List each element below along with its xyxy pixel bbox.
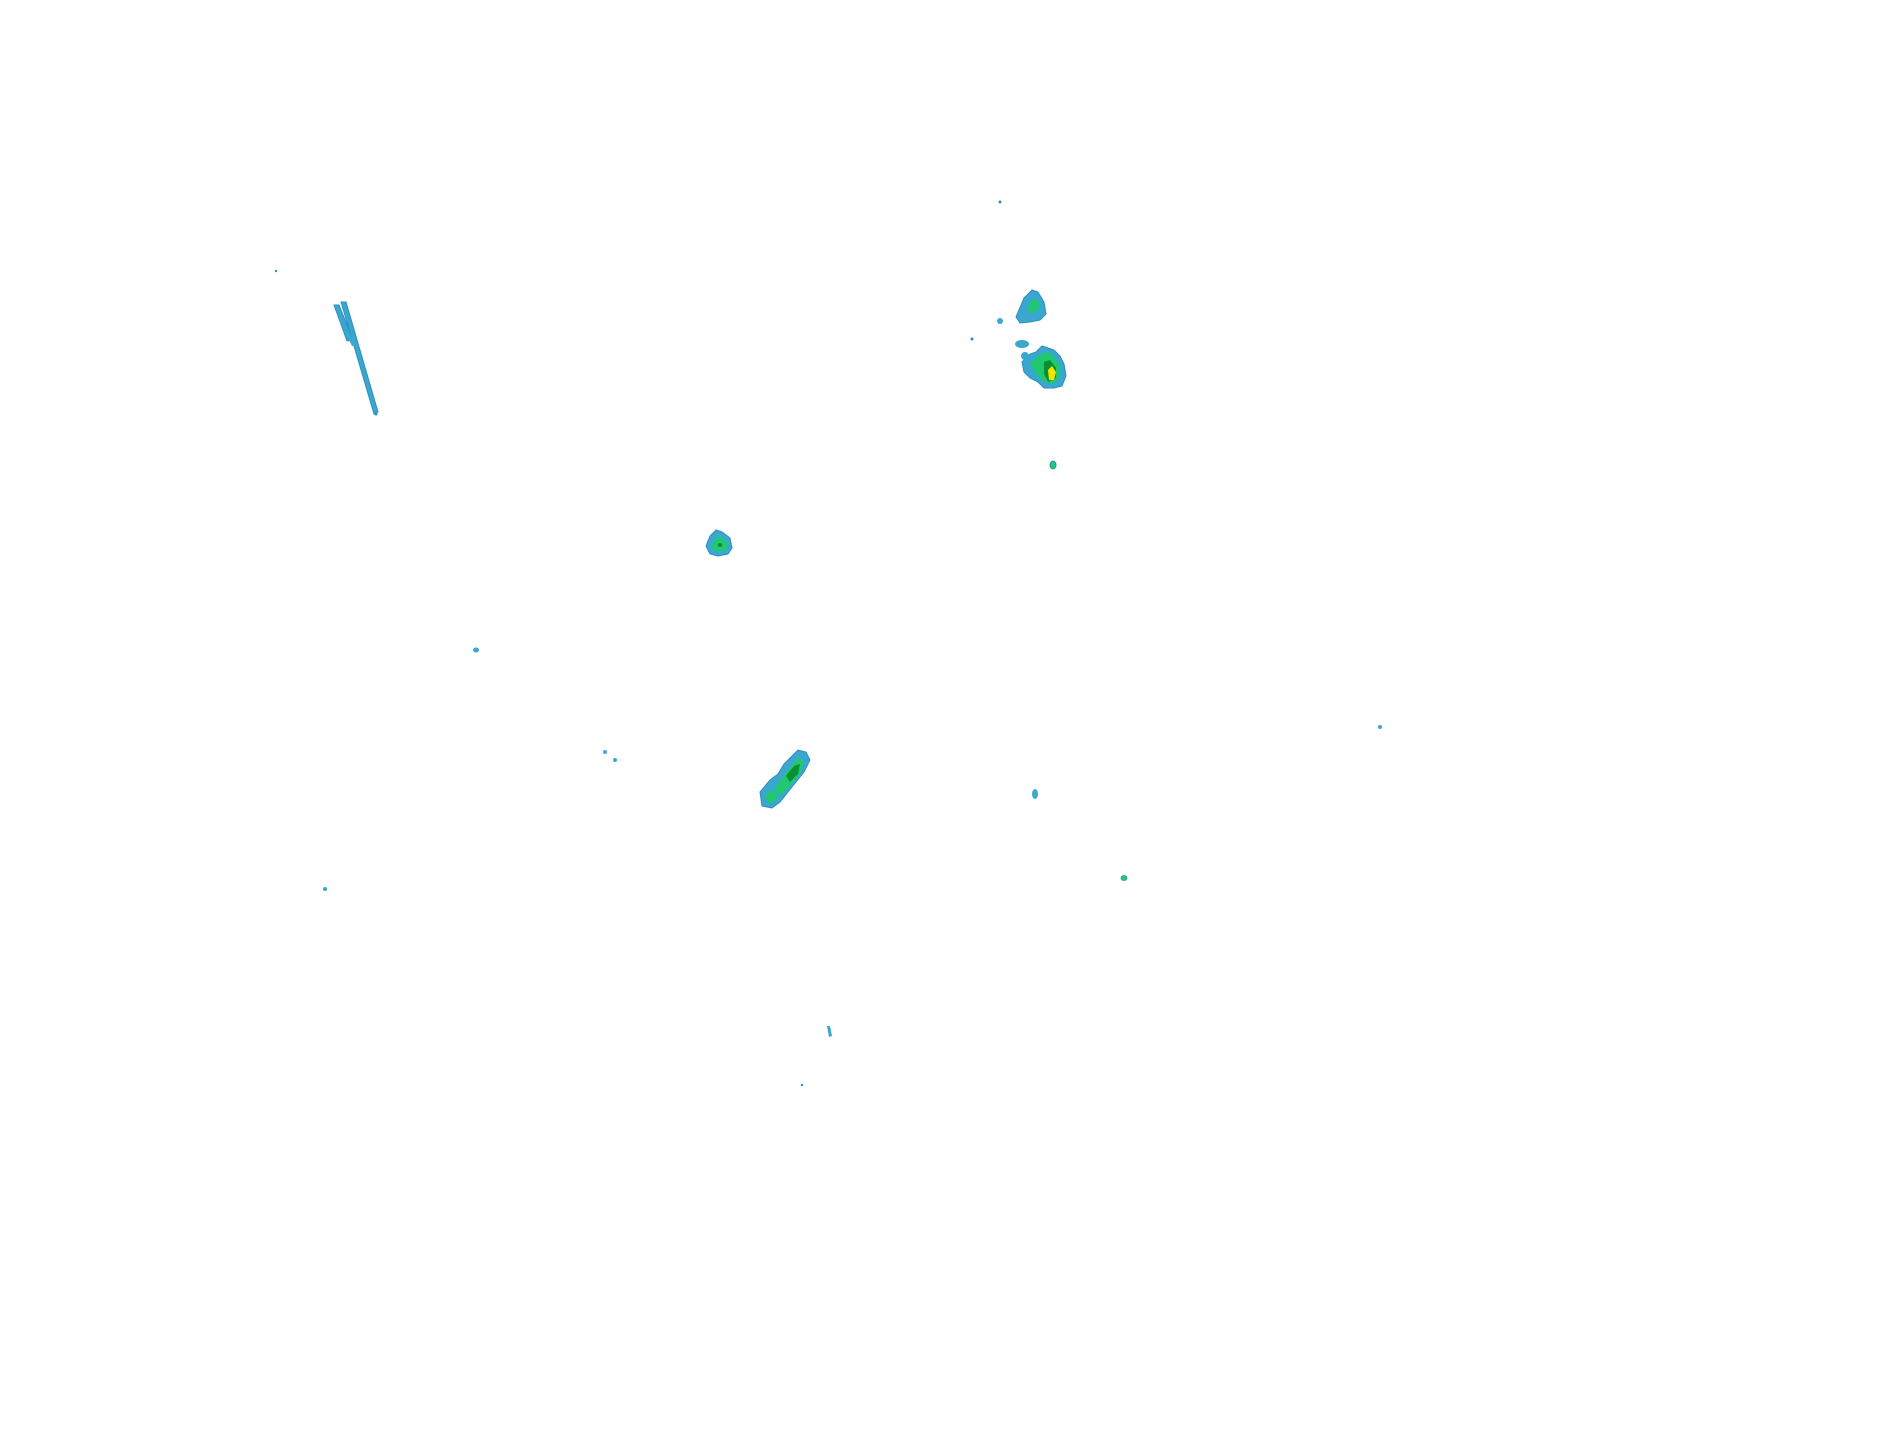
echo-band-south-central	[759, 749, 811, 809]
echo-streak-northwest	[333, 301, 379, 416]
echo-cell-north-lower	[1021, 345, 1067, 389]
echo-specks-east	[1032, 725, 1382, 881]
echo-specks-west	[274, 269, 617, 891]
echo-cell-central	[705, 529, 733, 557]
echo-cell-north-upper	[970, 200, 1047, 348]
echo-specks-south	[800, 1026, 832, 1087]
echo-speck-north-south	[1049, 460, 1057, 470]
